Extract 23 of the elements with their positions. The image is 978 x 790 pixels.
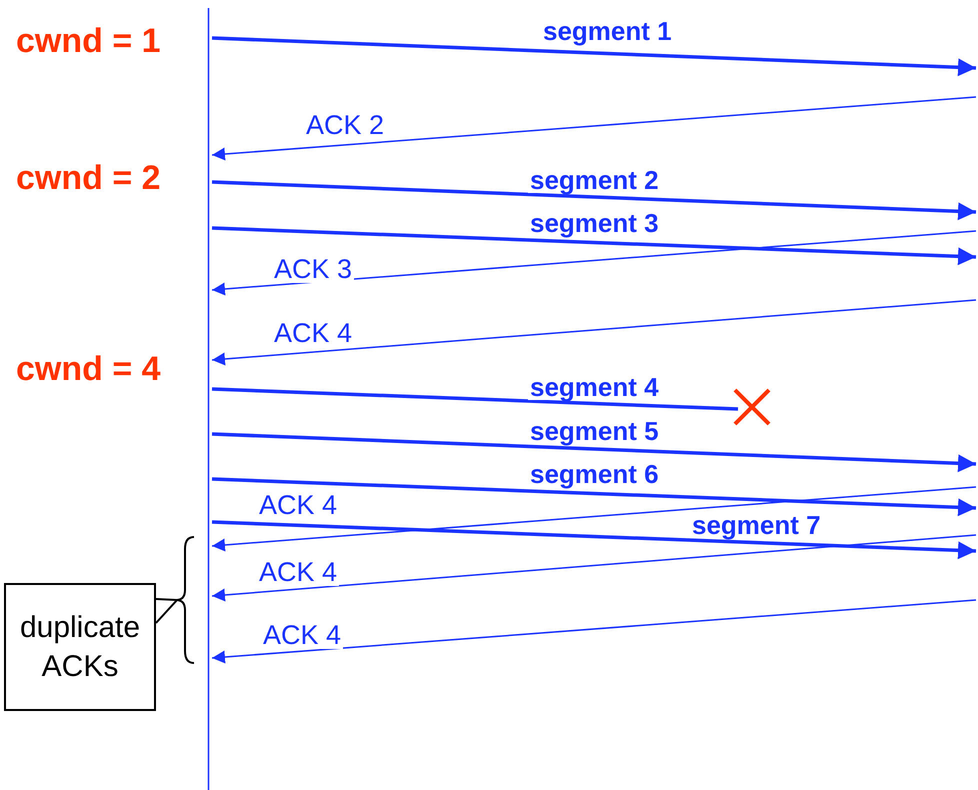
- edge-label: ACK 3: [272, 256, 354, 283]
- window-size-label: cwnd = 2: [16, 161, 161, 195]
- message-arrow: [212, 299, 976, 366]
- edge-label: ACK 4: [257, 559, 340, 586]
- callout-box: [4, 583, 156, 711]
- lost-packet-cross-icon: [733, 388, 771, 426]
- message-arrow: [212, 180, 976, 220]
- timeline-line: [208, 8, 210, 790]
- message-arrow: [212, 96, 976, 160]
- edge-label: ACK 4: [261, 622, 344, 649]
- message-arrow: [212, 534, 976, 602]
- curly-brace: [175, 536, 194, 664]
- message-arrow: [212, 226, 976, 266]
- message-arrow: [212, 230, 976, 296]
- message-arrow: [212, 432, 976, 472]
- message-arrow: [212, 486, 976, 552]
- message-arrow: [212, 599, 976, 664]
- callout-text: duplicate ACKs: [18, 610, 142, 685]
- message-arrow: [212, 477, 976, 516]
- window-size-label: cwnd = 4: [16, 352, 161, 386]
- message-arrow: [212, 36, 976, 76]
- window-size-label: cwnd = 1: [16, 24, 161, 58]
- message-arrow: [212, 520, 976, 560]
